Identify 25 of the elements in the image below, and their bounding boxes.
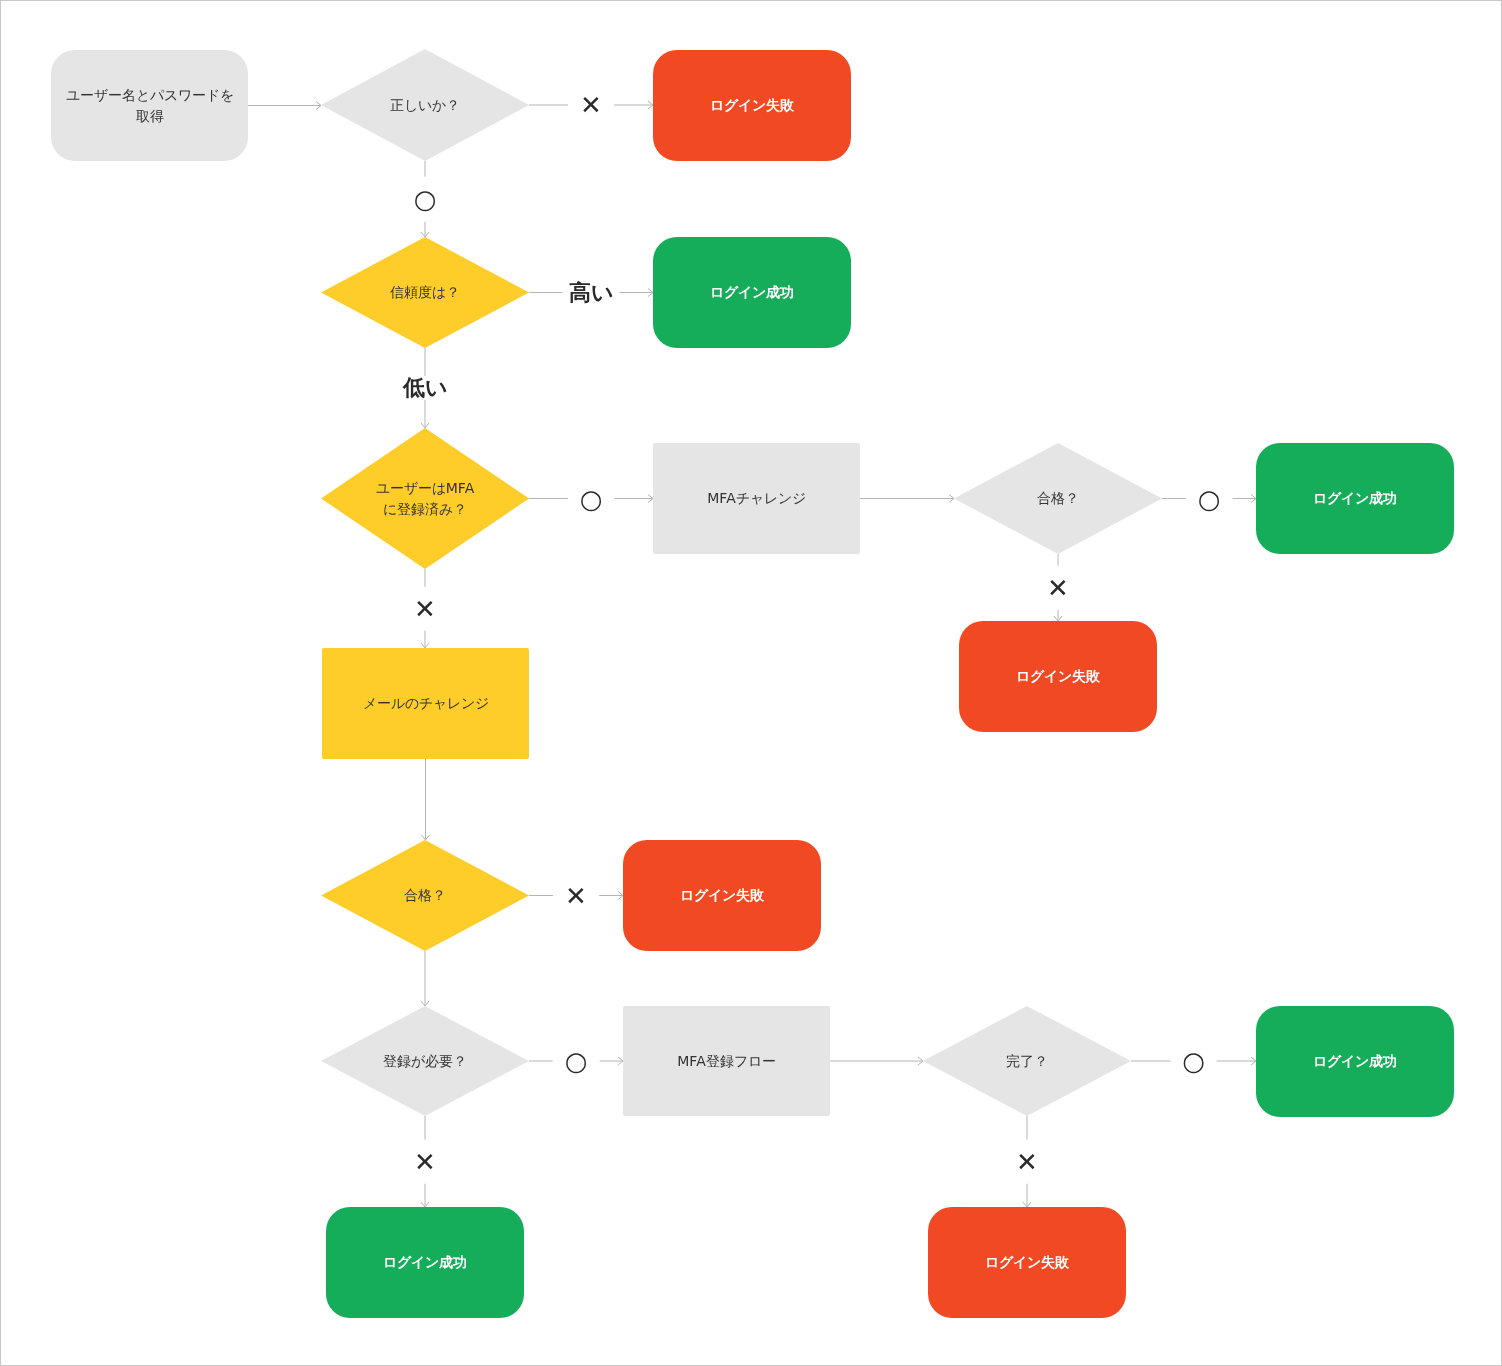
terminal-box: ログイン失敗 (928, 1207, 1126, 1318)
process-box: MFA登録フロー (623, 1006, 830, 1116)
decision-diamond: ユーザーはMFAに登録済み？ (321, 428, 529, 569)
terminal-box: ログイン成功 (653, 237, 851, 348)
arrow (247, 101, 322, 110)
decision-diamond: 完了？ (923, 1006, 1131, 1116)
decision-diamond: 信頼度は？ (321, 237, 529, 348)
arrow (421, 758, 430, 841)
terminal-box: ログイン失敗 (959, 621, 1157, 732)
terminal-box: ログイン失敗 (653, 50, 851, 161)
decision-diamond: 登録が必要？ (321, 1006, 529, 1116)
arrow (420, 950, 430, 1007)
process-box: メールのチャレンジ (322, 648, 529, 759)
decision-diamond: 合格？ (954, 443, 1162, 554)
arrow (859, 494, 955, 503)
decision-diamond: 合格？ (321, 840, 529, 951)
process-box: MFAチャレンジ (653, 443, 860, 554)
edge-label: 高い (562, 280, 620, 305)
terminal-box: ユーザー名とパスワードを取得 (51, 50, 248, 161)
terminal-box: ログイン成功 (1256, 443, 1454, 554)
terminal-box: ログイン失敗 (623, 840, 821, 951)
terminal-box: ログイン成功 (326, 1207, 524, 1318)
arrow (829, 1056, 924, 1066)
terminal-box: ログイン成功 (1256, 1006, 1454, 1117)
decision-diamond: 正しいか？ (321, 49, 529, 161)
